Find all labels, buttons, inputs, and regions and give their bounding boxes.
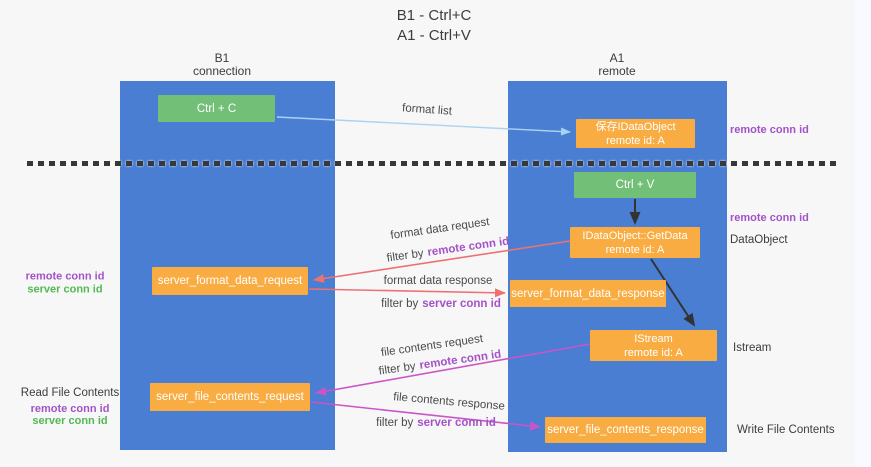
write-file-contents-label: Write File Contents [737,424,835,436]
filter-by-text: filter by [378,360,417,378]
filter-by-text: filter by [381,298,419,310]
remote-conn-id-label: remote conn id [25,270,105,283]
remote-conn-id-label: remote conn id [30,402,110,415]
machine-boundary-separator [27,161,838,166]
remote-conn-id-label-mid: remote conn id [730,212,809,224]
server-file-contents-request-box: server_file_contents_request [150,383,310,411]
format-list-label: format list [401,102,453,118]
remote-conn-id-label-top: remote conn id [730,124,809,136]
lane-b1-subtitle: connection [192,64,252,78]
server-conn-id-label: server conn id [27,283,103,295]
getdata-line1: IDataObject::GetData [582,229,688,242]
istream-label: Istream [733,342,772,354]
title-line-1: B1 - Ctrl+C [396,7,472,24]
istream-line2: remote id: A [624,346,683,359]
title-line-2: A1 - Ctrl+V [397,27,471,44]
format-data-response-arrow [308,288,506,298]
save-idataobject-box: 保存IDataObject remote id: A [576,119,695,148]
filter-by-text: filter by [376,417,414,429]
lane-a1-subtitle: remote [598,64,636,78]
server-format-data-request-box: server_format_data_request [152,267,308,295]
left-conn-id-labels-top: remote conn id server conn id [26,271,105,296]
format-data-request-label: format data request [389,216,491,242]
idataobject-getdata-box: IDataObject::GetData remote id: A [570,227,700,258]
istream-box: IStream remote id: A [590,330,717,361]
lane-header-a1: A1 remote [598,52,635,78]
getdata-line2: remote id: A [605,243,665,256]
filter-by-text: filter by [386,247,425,265]
diagram-title: B1 - Ctrl+C A1 - Ctrl+V [397,6,472,46]
istream-line1: IStream [634,332,673,345]
lane-b1-name: B1 [214,51,230,65]
right-edge-strip [855,0,871,467]
server-format-data-response-box: server_format_data_response [510,280,666,307]
server-conn-id-text: server conn id [422,298,501,310]
left-conn-id-labels-bottom: Read File Contents remote conn id server… [21,387,119,428]
ctrl-c-box: Ctrl + C [158,95,275,122]
save-idataobject-line1: 保存IDataObject [595,120,676,133]
save-idataobject-line2: remote id: A [606,134,665,147]
read-file-contents-label: Read File Contents [20,386,120,399]
format-data-response-label: format data response [383,275,493,287]
dataobject-label: DataObject [730,234,788,246]
server-conn-id-label: server conn id [32,414,108,427]
lane-header-b1: B1 connection [193,52,251,78]
server-file-contents-response-box: server_file_contents_response [545,417,706,443]
server-conn-id-text: server conn id [417,417,496,429]
ctrl-v-box: Ctrl + V [574,172,696,198]
remote-conn-id-text: remote conn id [426,235,510,259]
lane-a1-name: A1 [609,51,625,65]
file-contents-response-label: file contents response [392,391,506,413]
